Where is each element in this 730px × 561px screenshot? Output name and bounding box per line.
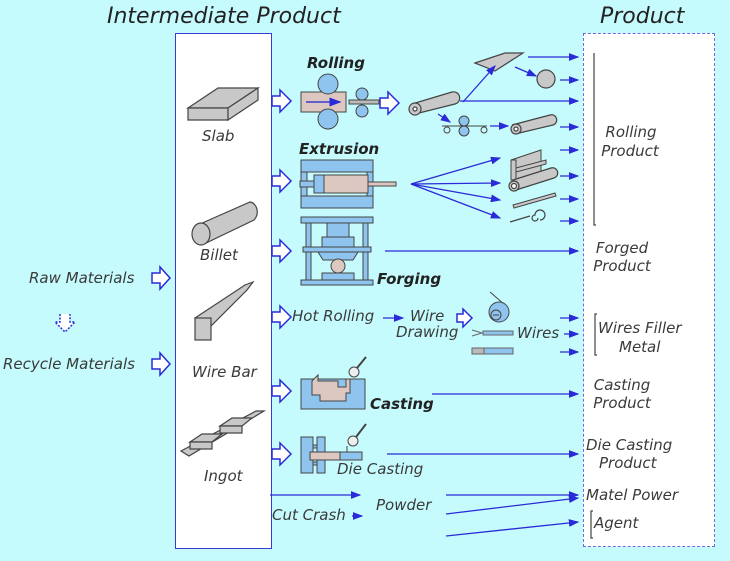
flow-arrows bbox=[270, 53, 580, 537]
billet-label: Billet bbox=[200, 246, 238, 264]
die-casting-product-label-2: Product bbox=[599, 454, 657, 472]
rolling-product-label-1: Rolling bbox=[605, 123, 657, 141]
wire-drawing-label-2: Drawing bbox=[396, 323, 459, 341]
billet-icon bbox=[191, 201, 258, 246]
powder-label: Powder bbox=[376, 496, 432, 514]
product-title: Product bbox=[600, 4, 685, 29]
raw-materials-label: Raw Materials bbox=[29, 269, 135, 287]
arrow-forging-icon bbox=[271, 238, 293, 264]
arrow-diecasting-icon bbox=[271, 441, 293, 467]
casting-label: Casting bbox=[370, 395, 434, 413]
rolled-coil-icon bbox=[408, 91, 461, 116]
arrow-slab-icon bbox=[271, 88, 293, 114]
wires-label: Wires bbox=[517, 324, 560, 342]
wire-cable-icon bbox=[471, 329, 514, 355]
wire-drawing-label-1: Wire bbox=[410, 307, 445, 325]
die-casting-machine-icon bbox=[300, 423, 367, 474]
slab-label: Slab bbox=[202, 127, 235, 145]
arrow-rolling2-icon bbox=[379, 90, 401, 116]
extrusion-press-icon bbox=[299, 159, 397, 209]
arrow-casting-icon bbox=[271, 378, 293, 404]
metal-power-label: Matel Power bbox=[586, 486, 679, 504]
arrow-wire-icon bbox=[456, 307, 474, 329]
arrow-hotrolling-icon bbox=[271, 304, 293, 330]
forged-product-label-2: Product bbox=[593, 257, 651, 275]
casting-mold-icon bbox=[300, 356, 367, 410]
rod-icon bbox=[512, 192, 557, 209]
casting-product-label-1: Casting bbox=[593, 376, 651, 394]
hot-rolling-label: Hot Rolling bbox=[292, 307, 375, 325]
forging-label: Forging bbox=[377, 270, 442, 288]
forged-product-label-1: Forged bbox=[595, 239, 649, 257]
rolling-product-label-2: Product bbox=[601, 142, 659, 160]
spiral-wire-icon bbox=[509, 209, 546, 223]
sheet-icon bbox=[473, 52, 526, 72]
arrow-extrusion-icon bbox=[271, 168, 293, 194]
arrow-raw-icon bbox=[151, 265, 172, 291]
intermediate-product-title: Intermediate Product bbox=[107, 4, 341, 29]
disc-icon bbox=[536, 69, 556, 89]
hollow-arrows bbox=[53, 88, 474, 467]
tube-icon bbox=[508, 167, 559, 192]
die-casting-label: Die Casting bbox=[337, 460, 424, 478]
arrow-recycle-icon bbox=[151, 351, 172, 377]
die-casting-product-label-1: Die Casting bbox=[586, 436, 673, 454]
wires-filler-metal-label-1: Wires Filler bbox=[598, 319, 682, 337]
extrusion-label: Extrusion bbox=[299, 140, 380, 158]
rolling-label: Rolling bbox=[307, 54, 365, 72]
extrusion-profile-icon bbox=[510, 149, 547, 181]
cold-rolling-icon bbox=[442, 115, 488, 137]
agent-label: Agent bbox=[594, 514, 639, 532]
rolled-coil-2-icon bbox=[510, 114, 558, 135]
product-box bbox=[583, 33, 715, 547]
ingot-label: Ingot bbox=[204, 467, 243, 485]
slab-icon bbox=[186, 86, 260, 122]
casting-product-label-2: Product bbox=[593, 394, 651, 412]
recycle-materials-label: Recycle Materials bbox=[3, 355, 135, 373]
wire-bar-label: Wire Bar bbox=[192, 363, 257, 381]
cut-crash-label: Cut Crash bbox=[272, 506, 346, 524]
wire-spool-icon bbox=[488, 291, 510, 323]
arrow-down-icon bbox=[53, 314, 77, 334]
rolling-mill-icon bbox=[300, 73, 380, 130]
forging-press-icon bbox=[300, 216, 374, 286]
brackets bbox=[590, 53, 597, 539]
wires-filler-metal-label-2: Metal bbox=[619, 338, 661, 356]
wire-bar-icon bbox=[194, 280, 255, 341]
ingot-icon bbox=[179, 410, 267, 457]
